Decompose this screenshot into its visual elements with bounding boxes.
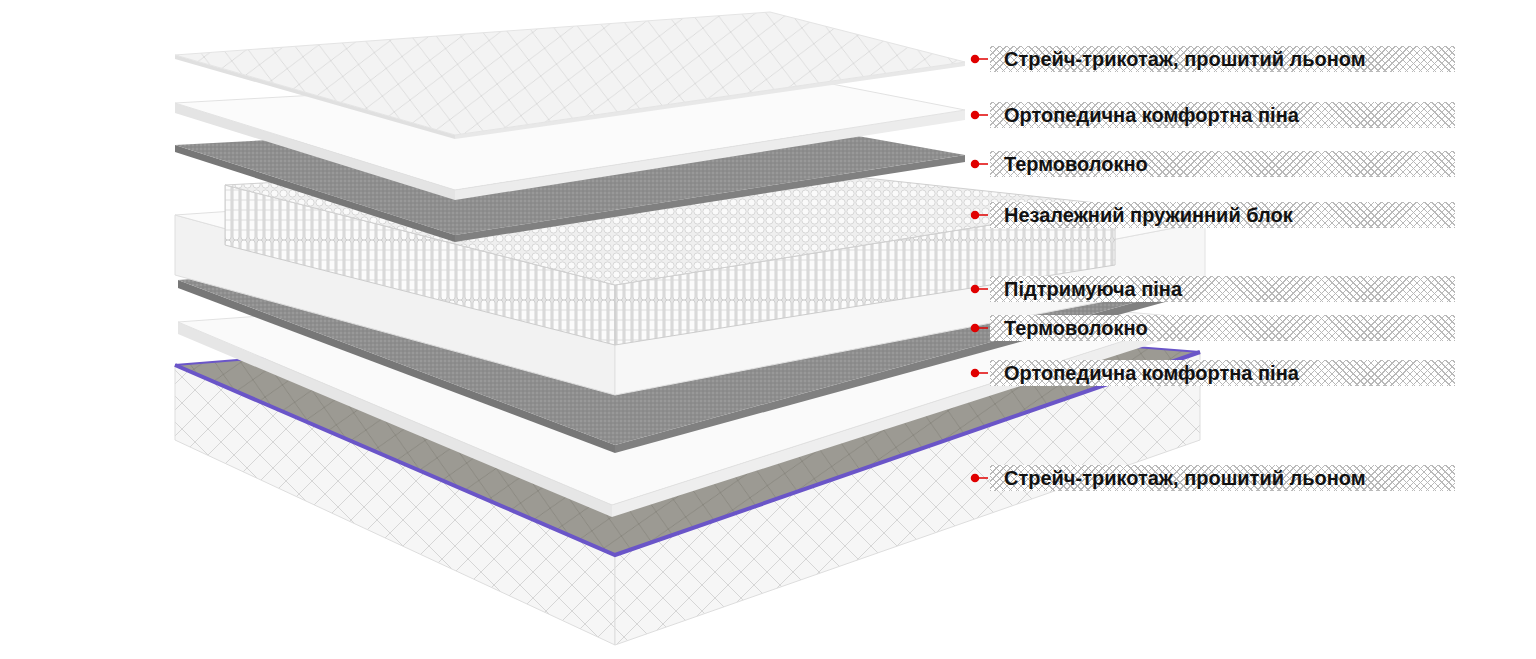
layer-label-band: Термоволокно	[990, 315, 1455, 341]
layer-label-band: Незалежний пружинний блок	[990, 202, 1455, 228]
layer-label: Термоволокно	[1004, 317, 1148, 339]
layer-label: Стрейч-трикотаж, прошитий льоном	[1004, 467, 1366, 489]
layer-label-band: Ортопедична комфортна піна	[990, 360, 1455, 386]
layer-label: Ортопедична комфортна піна	[1004, 362, 1299, 384]
layer-label: Ортопедична комфортна піна	[1004, 104, 1299, 126]
layer-label: Термоволокно	[1004, 153, 1148, 175]
layer-label-band: Підтримуюча піна	[990, 276, 1455, 302]
layer-label: Стрейч-трикотаж, прошитий льоном	[1004, 48, 1366, 70]
layer-label-band: Стрейч-трикотаж, прошитий льоном	[990, 46, 1455, 72]
layer-label: Підтримуюча піна	[1004, 278, 1182, 300]
layer-label: Незалежний пружинний блок	[1004, 204, 1293, 226]
layer-label-band: Ортопедична комфортна піна	[990, 102, 1455, 128]
layer-label-band: Термоволокно	[990, 151, 1455, 177]
layer-label-band: Стрейч-трикотаж, прошитий льоном	[990, 465, 1455, 491]
